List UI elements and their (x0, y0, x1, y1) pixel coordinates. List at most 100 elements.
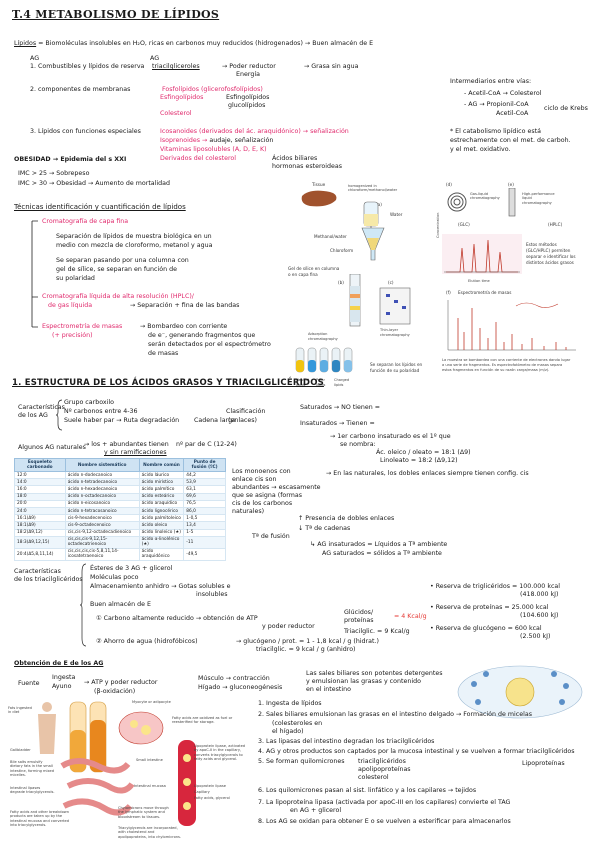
fig-tlc2: chromatography (380, 333, 410, 337)
energy-title: Obtención de E de los AG (14, 660, 104, 667)
technique-2b: de gas líquida (48, 302, 93, 309)
prop-4: AG saturados = sólidos a Tª ambiente (322, 550, 442, 557)
mono-2: enlace cis son (232, 476, 277, 483)
fig-cap-2: a una serie de fragmentos. Es espectrofo… (442, 363, 563, 367)
intro-item-1-power: → Poder reductor (222, 63, 276, 70)
energy-beta: (β-oxidación) (94, 688, 136, 695)
fig-ms: Espectrometría de masas (458, 290, 512, 295)
fig-e: (e) (508, 182, 514, 187)
intro-item-3d2: hormonas esteroideas (272, 163, 343, 170)
chromatography-figure: (d) (e) Gas-liquid chromatography High-p… (436, 182, 588, 394)
fig-l7: Fatty acids are oxidized as fuel or rees… (172, 716, 233, 725)
intro-item-3c: Vitaminas liposolubles (A, D, E, K) (160, 146, 267, 153)
fig-hplc: (HPLC) (548, 222, 563, 227)
fa-ej2: Linoleato = 18:2 (Δ9,12) (380, 457, 458, 464)
separatory-funnel-icon (363, 201, 379, 236)
fig-glyc: Fatty acids, glycerol (194, 796, 230, 800)
table-cell: 18:2(Δ9,12) (14, 528, 66, 537)
intro-item-3a: Icosanoides (derivados del ác. araquidón… (160, 128, 349, 135)
table-cell: 44,2 (183, 470, 226, 480)
fig-c: (c) (388, 280, 394, 285)
table-cell: 86,0 (183, 506, 226, 516)
prop-2: ↓ Tª de cadenas (298, 525, 351, 532)
tlc-plate-icon (379, 287, 411, 325)
trig-char-b: de los triacilglicéridos (14, 576, 83, 583)
table-cell: 20:4(Δ5,8,11,14) (14, 547, 66, 562)
table-cell: ácido araquidónico (138, 547, 185, 562)
step-2c: el hígado) (272, 728, 304, 735)
fatty-acid-table: Esqueleto carbonado Nombre sistemático N… (14, 458, 226, 562)
fig-estos-2: (GLC/HPLC) permiten (526, 248, 571, 253)
table-cell: ácido linoleico (★) (138, 528, 185, 537)
fig-l5: Chylomicrons move through the lymphatic … (118, 806, 169, 819)
fig-d: (d) (446, 182, 452, 187)
fig-ads: Adsorption (308, 332, 328, 336)
fa-c3: Suele haber par → Ruta degradación (64, 417, 180, 424)
table-cell: ácido araquídico (138, 499, 185, 508)
energy-musc: Músculo → contracción (198, 675, 270, 682)
hplc-column-icon (508, 188, 516, 217)
table-cell: 12:0 (14, 470, 66, 480)
table-cell: 18:0 (14, 492, 66, 501)
fig-a: (a) (376, 202, 382, 207)
fig-lipids-3: lipids (334, 383, 344, 387)
technique-3b: → Bombardeo con corriente (140, 323, 228, 330)
reserve-1b: (418.000 kJ) (520, 591, 559, 598)
fig-cap-1: La muestra se bombardea con una corrient… (442, 358, 571, 362)
table-cell: ácido mirístico (138, 478, 185, 487)
fusion-temp: Tª de fusión (252, 533, 290, 540)
table-cell: cis-9-hexadecenoico (64, 514, 140, 523)
table-cell: 20:0 (14, 499, 66, 508)
table-cell: ácido n-octadecanoico (64, 492, 140, 501)
fig-charged: Charged (334, 378, 350, 382)
table-cell: 53,9 (183, 478, 226, 487)
trig-g4: Buen almacén de E (90, 601, 151, 608)
step-2: 2. Sales biliares emulsionan las grasas … (258, 711, 532, 718)
fig-sep: Se separan los lípidos en (370, 362, 423, 367)
table-cell: cis-9-octadecenoico (64, 521, 140, 530)
myocyte-icon (118, 711, 164, 745)
technique-1-d5: su polaridad (56, 275, 95, 282)
fig-mucosa: Intestinal mucosa (134, 784, 166, 788)
side-note-6: * El catabolismo lipídico está (450, 128, 541, 135)
imc-25: IMC > 25 → Sobrepeso (18, 170, 90, 177)
table-cell: ácido láurico (138, 470, 185, 480)
fig-f: (f) (446, 290, 451, 295)
intro-item-1-energy: Energía (236, 71, 260, 78)
fa-nat-a: Algunos AG naturales (18, 444, 86, 451)
energy-hig: Hígado → gluconeogénesis (198, 684, 283, 691)
fa-nat-b: → los + abundantes tienen (84, 441, 169, 448)
technique-3c: (+ precisión) (52, 332, 93, 339)
intro-item-2b: Esfingolípidos (160, 94, 204, 101)
fig-lipids-1: lipids (296, 383, 306, 387)
fig-meth: Methanol/water (314, 234, 347, 239)
fig-sep2: función de su polaridad (370, 368, 420, 373)
step-5: 5. Se forman quilomicrones (258, 758, 345, 765)
fig-lipids-2: lipids (316, 383, 326, 387)
reserve-3a: • Reserva de glucógeno = 600 kcal (430, 625, 542, 632)
step-7: 7. La lipoproteína lipasa (activada por … (258, 799, 511, 806)
step-8: 8. Los AG se oxidan para obtener E o se … (258, 818, 511, 825)
side-note-8: y el met. oxidativo. (450, 146, 511, 153)
energy-atp: → ATP y poder reductor (84, 679, 158, 686)
fig-ads2: chromatography (308, 337, 338, 341)
intro-item-3d1: Ácidos biliares (272, 155, 318, 162)
energy-ayuno: Ayuno (52, 683, 72, 690)
intro-item-3b: Isoprenoides → audaje, señalización (160, 137, 273, 145)
table-cell: 18:1(Δ9) (14, 521, 66, 530)
fig-neutral: Neutral (296, 378, 310, 382)
trig-g2: Moléculas poco (90, 574, 139, 581)
trig-g5c: Glúcidos/ (344, 609, 374, 616)
liver-icon (301, 190, 337, 207)
fa-clasif: Clasificación (226, 408, 266, 415)
trig-g6a: ② Ahorro de agua (hidrofóbicos) (96, 638, 198, 645)
table-cell: 18:3(Δ9,12,15) (14, 535, 66, 549)
fig-cap-3: estos fragmentos en función de su razón … (442, 368, 550, 372)
fig-gel2: o en capa fina (288, 272, 318, 277)
trig-g1: Ésteres de 3 AG + glicerol (90, 565, 173, 572)
fig-estos-3: separar e identificar los (526, 254, 576, 259)
step-5a: triacilglicéridos (358, 758, 406, 765)
fig-estos-4: distintos ácidos grasos (526, 260, 574, 265)
